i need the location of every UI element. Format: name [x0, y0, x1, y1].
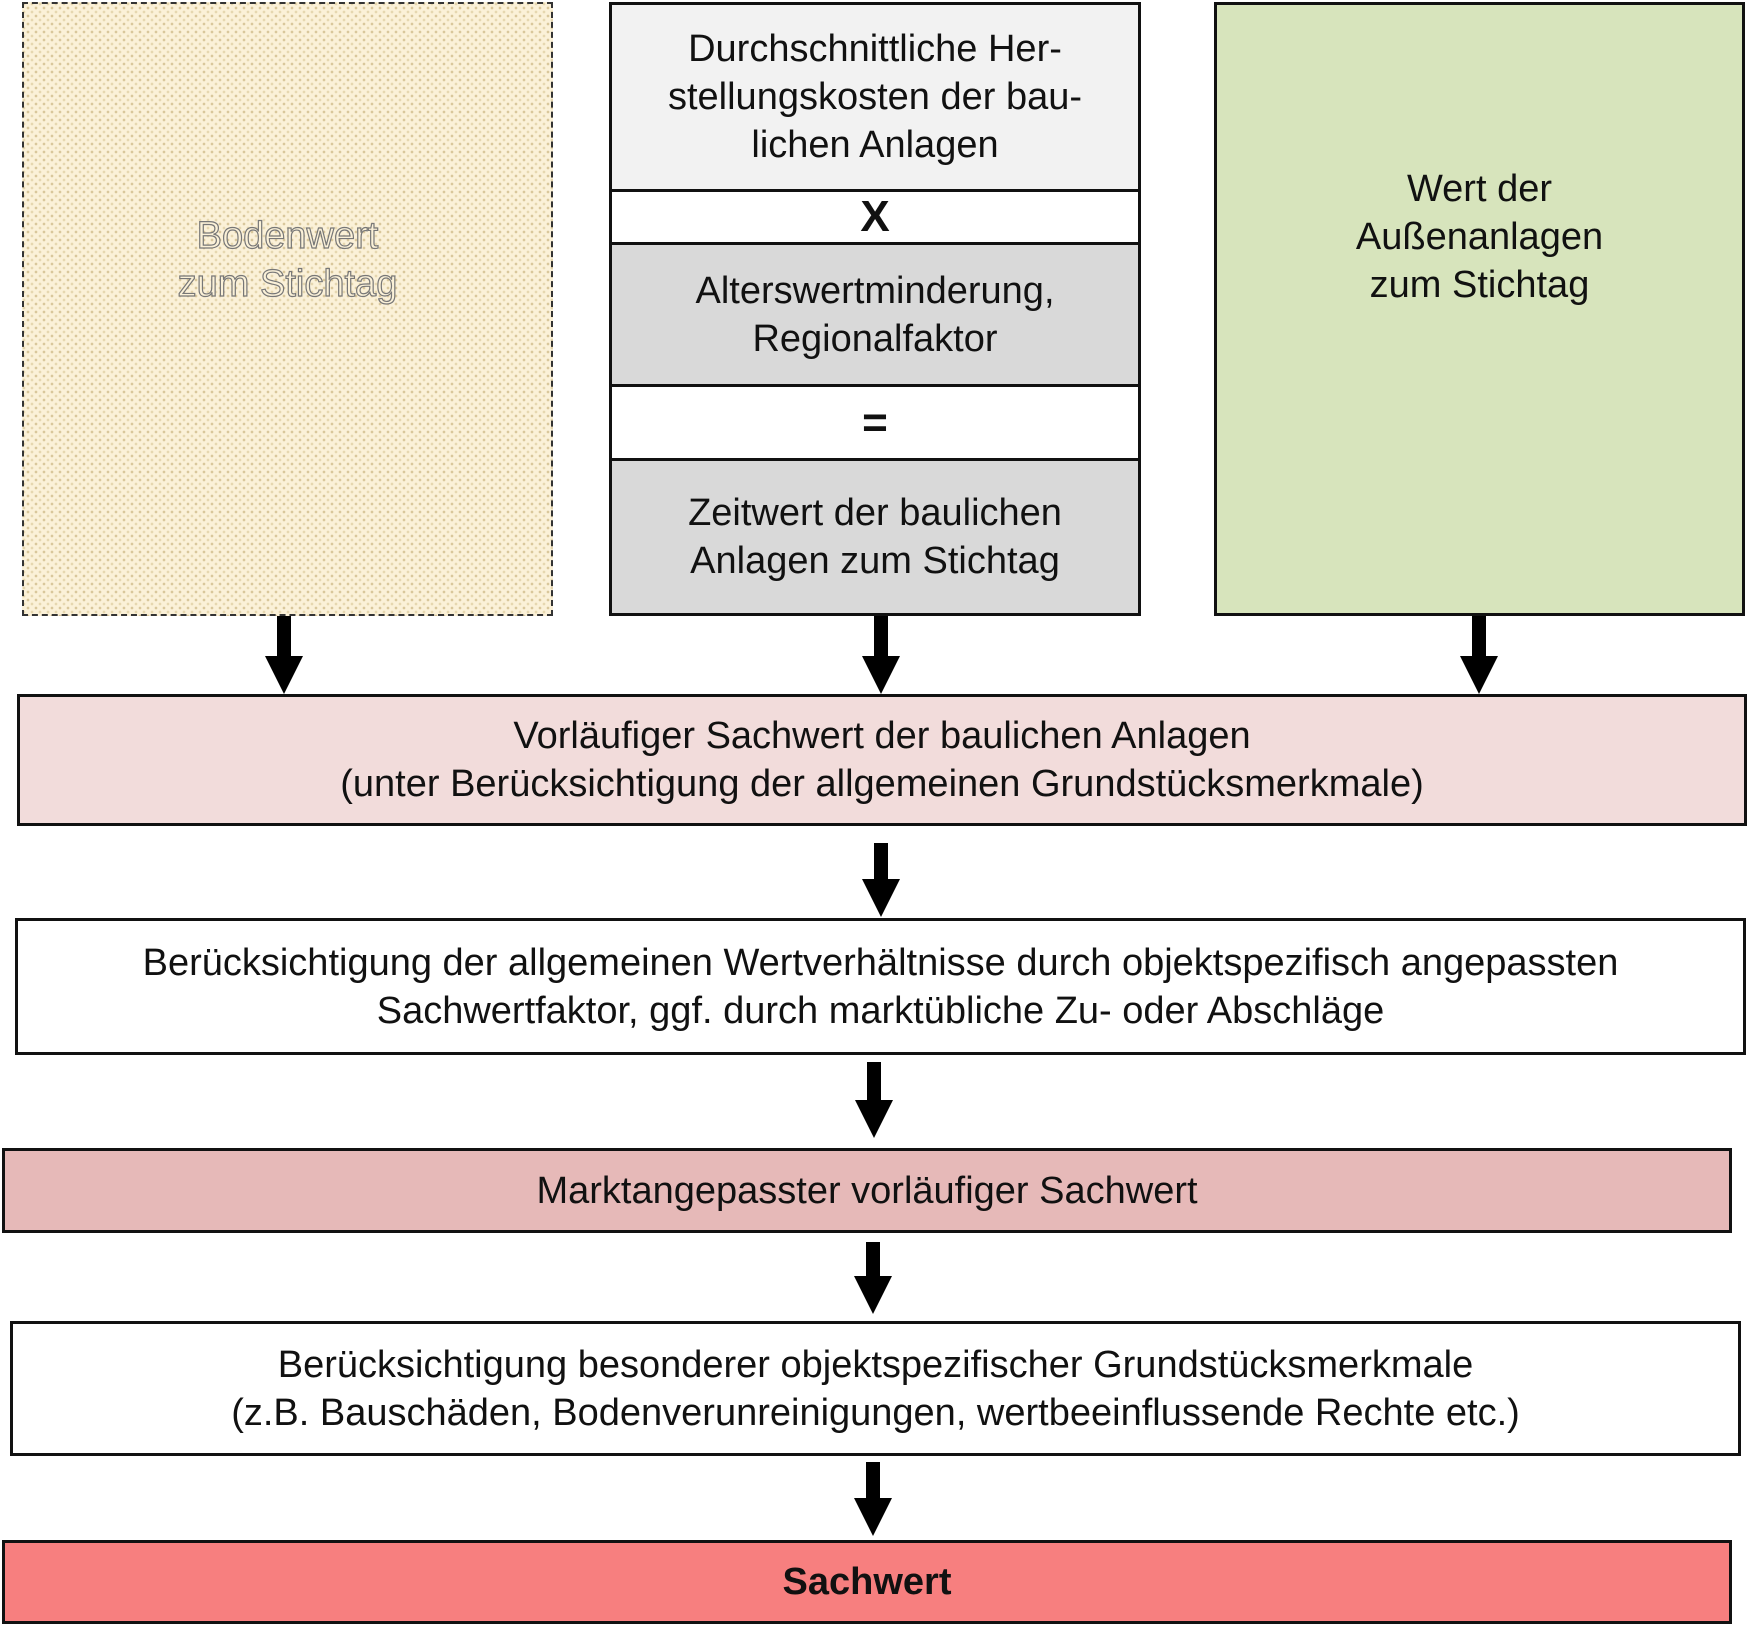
arrow-down-icon — [854, 1462, 892, 1536]
zeitwert-label: Zeitwert der baulichen Anlagen zum Stich… — [688, 492, 1062, 582]
bodenwert-box: Bodenwert zum Stichtag — [22, 2, 553, 616]
arrow-down-icon — [265, 616, 303, 694]
zeitwert-box: Zeitwert der baulichen Anlagen zum Stich… — [612, 461, 1138, 613]
multiply-operator: X — [612, 192, 1138, 245]
marktangepasst-label: Marktangepasster vorläufiger Sachwert — [536, 1169, 1198, 1212]
besondere-merkmale-label: Berücksichtigung besonderer objektspezif… — [231, 1343, 1520, 1434]
sachwert-label: Sachwert — [782, 1561, 952, 1603]
arrow-down-icon — [855, 1062, 893, 1138]
arrow-down-icon — [854, 1242, 892, 1314]
alterswertminderung-box: Alterswertminderung, Regionalfaktor — [612, 245, 1138, 387]
sachwert-box: Sachwert — [2, 1540, 1732, 1624]
multiply-label: X — [860, 192, 890, 241]
arrow-down-icon — [862, 843, 900, 917]
vorlaeufiger-sachwert-box: Vorläufiger Sachwert der baulichen Anlag… — [17, 694, 1747, 826]
marktangepasst-box: Marktangepasster vorläufiger Sachwert — [2, 1148, 1732, 1233]
bodenwert-label: Bodenwert zum Stichtag — [177, 214, 398, 305]
wertverhaeltnisse-label: Berücksichtigung der allgemeinen Wertver… — [142, 941, 1619, 1032]
equals-label: = — [862, 397, 888, 447]
arrow-down-icon — [862, 616, 900, 694]
wertverhaeltnisse-box: Berücksichtigung der allgemeinen Wertver… — [15, 918, 1746, 1055]
aussenanlagen-box: Wert der Außenanlagen zum Stichtag — [1214, 2, 1745, 616]
besondere-merkmale-box: Berücksichtigung besonderer objektspezif… — [10, 1321, 1741, 1456]
herstellungskosten-box: Durchschnittliche Her- stellungskosten d… — [612, 5, 1138, 192]
vorlaeufiger-sachwert-label: Vorläufiger Sachwert der baulichen Anlag… — [340, 715, 1424, 805]
arrow-down-icon — [1460, 616, 1498, 694]
herstellungskosten-label: Durchschnittliche Her- stellungskosten d… — [667, 28, 1083, 166]
aussenanlagen-label: Wert der Außenanlagen zum Stichtag — [1355, 168, 1604, 306]
equals-operator: = — [612, 387, 1138, 461]
gebaeude-column: Durchschnittliche Her- stellungskosten d… — [609, 2, 1141, 616]
alterswertminderung-label: Alterswertminderung, Regionalfaktor — [695, 269, 1055, 360]
